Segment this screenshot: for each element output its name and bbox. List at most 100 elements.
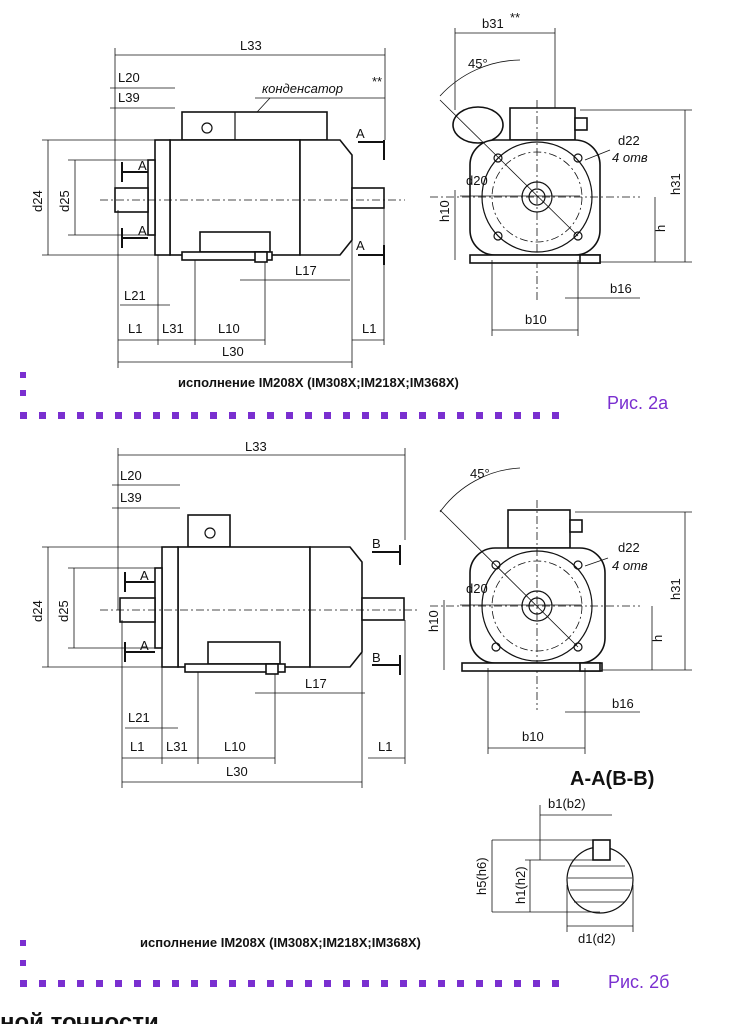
fig-b-dot-row — [20, 980, 559, 987]
divider-dot — [324, 412, 331, 419]
fig-a-capacitor-mark: ** — [372, 74, 382, 89]
divider-dot — [533, 980, 540, 987]
fig-a-L31-label: L31 — [162, 321, 184, 336]
divider-dot — [248, 412, 255, 419]
divider-dot — [77, 412, 84, 419]
divider-dot — [381, 412, 388, 419]
fig-b-section-A-top: A — [140, 568, 149, 583]
fig-b-dotted-divider — [20, 940, 26, 966]
fig-b-h10-label: h10 — [426, 610, 441, 632]
fig-b-d25-label: d25 — [56, 600, 71, 622]
divider-dot — [58, 980, 65, 987]
divider-dot — [343, 980, 350, 987]
fig-b-h-label: h — [650, 635, 665, 642]
divider-dot — [115, 980, 122, 987]
fig-a-L30-label: L30 — [222, 344, 244, 359]
fig-a-b10-label: b10 — [525, 312, 547, 327]
fig-a-terminal-box — [181, 111, 328, 141]
divider-dot — [191, 980, 198, 987]
fig-b-d24-label: d24 — [30, 600, 45, 622]
divider-dot — [286, 980, 293, 987]
fig-b-L31-label: L31 — [166, 739, 188, 754]
fig-a-shaft — [114, 187, 149, 213]
fig-b-section-B-bottom: B — [372, 650, 381, 665]
divider-dot — [58, 412, 65, 419]
fig-a-h-label: h — [653, 225, 668, 232]
fig-b-L20-label: L20 — [120, 468, 142, 483]
footer-heading-fragment: ной точности — [0, 1009, 159, 1024]
fig-b-figure-number: Рис. 2б — [608, 972, 669, 992]
fig-a-L1-label: L1 — [128, 321, 142, 336]
fig-a-flange — [154, 139, 171, 256]
divider-dot — [343, 412, 350, 419]
fig-b-L30-label: L30 — [226, 764, 248, 779]
divider-dot — [495, 980, 502, 987]
fig-a-section-A-right-bottom: A — [356, 238, 365, 253]
fig-b-L33-label: L33 — [245, 439, 267, 454]
divider-dot — [96, 980, 103, 987]
fig-b-fan-cover — [309, 546, 363, 668]
divider-dot — [267, 412, 274, 419]
divider-dot — [438, 412, 445, 419]
fig-a-b31-mark: ** — [510, 10, 520, 25]
fig-b-L1-right-label: L1 — [378, 739, 392, 754]
divider-dot — [134, 412, 141, 419]
fig-b-end-terminal-box — [507, 509, 571, 549]
section-h1-label: h1(h2) — [513, 866, 528, 904]
divider-dot — [134, 980, 141, 987]
divider-dot — [381, 980, 388, 987]
fig-a-d20-label: d20 — [466, 173, 488, 188]
divider-dot — [400, 412, 407, 419]
fig-a-section-A-top: A — [138, 158, 147, 173]
fig-a-capacitor-bulb — [452, 106, 504, 144]
divider-dot — [324, 980, 331, 987]
fig-b-d22-label: d22 — [618, 540, 640, 555]
fig-a-L33-label: L33 — [240, 38, 262, 53]
divider-dot — [267, 980, 274, 987]
divider-dot — [153, 980, 160, 987]
fig-a-caption: исполнение IM208X (IM308X;IM218X;IM368X) — [178, 375, 459, 390]
fig-a-section-A-bottom: A — [138, 223, 147, 238]
fig-b-L1-label: L1 — [130, 739, 144, 754]
fig-b-holes-label: 4 отв — [612, 558, 648, 573]
divider-dot — [229, 980, 236, 987]
divider-dot — [172, 412, 179, 419]
divider-dot — [552, 412, 559, 419]
divider-dot — [115, 412, 122, 419]
fig-a-capacitor-label: конденсатор — [262, 81, 343, 96]
fig-b-L39-label: L39 — [120, 490, 142, 505]
fig-b-end-housing — [469, 547, 606, 664]
divider-dot — [419, 980, 426, 987]
key-slot — [592, 839, 611, 861]
fig-a-L10-label: L10 — [218, 321, 240, 336]
divider-dot — [229, 412, 236, 419]
fig-a-d22-label: d22 — [618, 133, 640, 148]
divider-dot — [457, 412, 464, 419]
divider-dot — [248, 980, 255, 987]
fig-a-end-terminal-box — [509, 107, 576, 141]
fig-b-L21-label: L21 — [128, 710, 150, 725]
fig-a-d25-label: d25 — [57, 190, 72, 212]
fig-a-rear-shaft — [351, 187, 385, 209]
fig-a-dot-row — [20, 412, 559, 419]
divider-dot — [153, 412, 160, 419]
fig-b-d20-label: d20 — [466, 581, 488, 596]
fig-a-d24-label: d24 — [30, 190, 45, 212]
fig-a-section-A-right-top: A — [356, 126, 365, 141]
fig-b-angle-label: 45° — [470, 466, 490, 481]
divider-dot — [514, 980, 521, 987]
fig-b-b16-label: b16 — [612, 696, 634, 711]
divider-dot — [476, 980, 483, 987]
divider-dot — [20, 980, 27, 987]
divider-dot — [476, 412, 483, 419]
divider-dot — [210, 980, 217, 987]
fig-b-rear-shaft — [361, 597, 405, 621]
section-d1-label: d1(d2) — [578, 931, 616, 946]
fig-b-L10-label: L10 — [224, 739, 246, 754]
fig-b-section-A-bottom: A — [140, 638, 149, 653]
fig-a-b31-label: b31 — [482, 16, 504, 31]
divider-dot — [77, 980, 84, 987]
fig-b-end-view: 45° d22 4 отв d20 h10 h h31 b16 b — [426, 466, 692, 754]
divider-dot — [210, 412, 217, 419]
